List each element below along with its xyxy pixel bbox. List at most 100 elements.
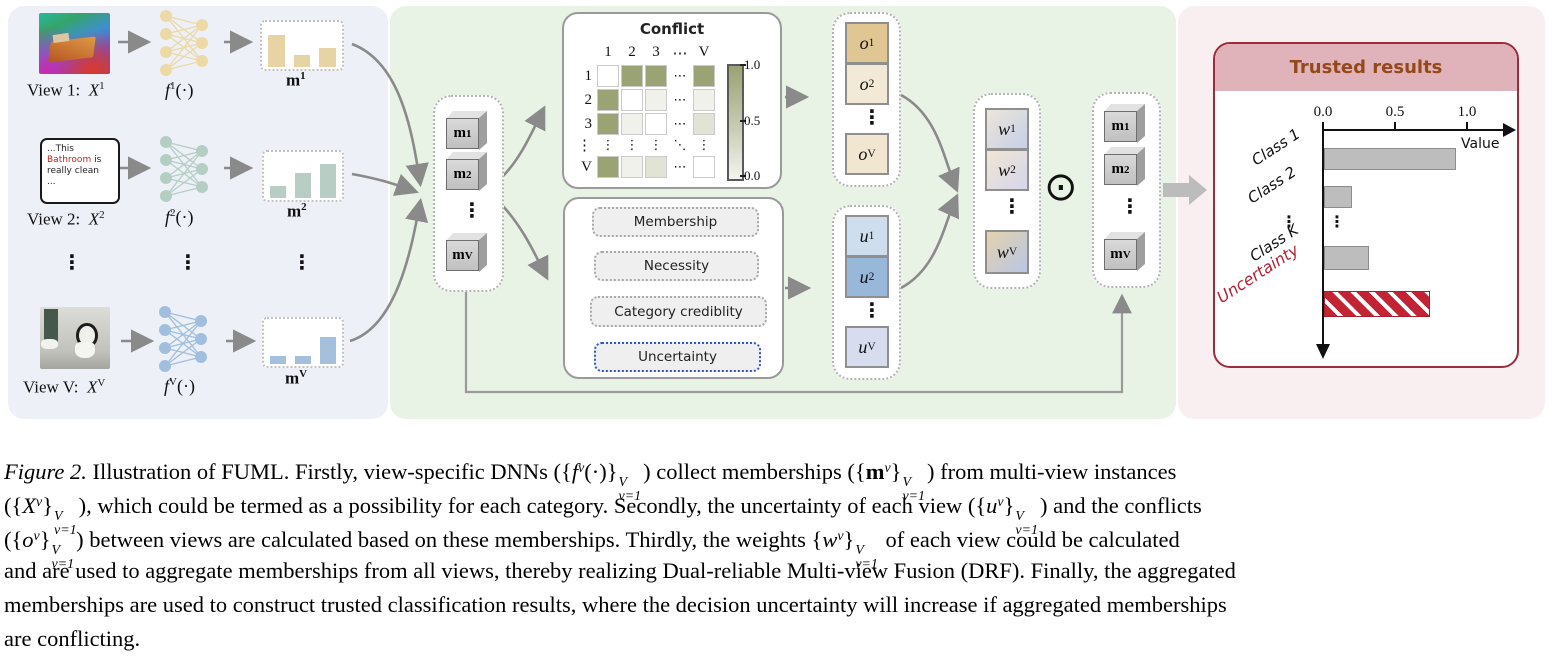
neural-net-icon-view1 bbox=[160, 10, 208, 76]
matrix-ellipsis: ⋯ bbox=[673, 159, 687, 175]
odot-symbol: ⊙ bbox=[1044, 164, 1078, 210]
xtick-05: 0.5 bbox=[1385, 104, 1405, 120]
caption-text: } bbox=[890, 458, 902, 484]
matrix-cell bbox=[597, 89, 619, 111]
conflict-title: Conflict bbox=[639, 20, 705, 38]
caption-text: v bbox=[33, 529, 40, 544]
uncertainty-bar bbox=[1324, 291, 1430, 317]
membership-bars-view2 bbox=[262, 150, 344, 202]
caption-text: v bbox=[578, 461, 585, 476]
colorbar-tick-label: 0.5 bbox=[744, 113, 761, 128]
caption-line-6: are conflicting. bbox=[4, 622, 1551, 656]
snippet-line3: really clean bbox=[47, 166, 99, 176]
caption-text: (·)} bbox=[584, 458, 618, 484]
matrix-cell bbox=[597, 156, 619, 178]
caption-line-5: memberships are used to construct truste… bbox=[4, 588, 1551, 622]
membership-bars-view1 bbox=[260, 20, 344, 71]
xtick-10: 1.0 bbox=[1457, 104, 1477, 120]
caption-text: ({ bbox=[4, 492, 23, 518]
f1-label: f1(·) bbox=[165, 80, 194, 100]
matrix-ellipsis: ⋯ bbox=[673, 92, 687, 108]
chart-ellipsis: ⋮ bbox=[1329, 212, 1345, 231]
trusted-results-title: Trusted results bbox=[1289, 57, 1443, 78]
caption-text: w bbox=[822, 526, 838, 552]
caption-line-1: Figure 2. Illustration of FUML. Firstly,… bbox=[4, 452, 1551, 503]
matrix-ellipsis: ⋱ bbox=[673, 138, 687, 153]
stack-ellipsis: ⋮ bbox=[462, 198, 482, 222]
matrix-ellipsis: ⋮ bbox=[625, 138, 639, 153]
f2-label: f2(·) bbox=[165, 207, 194, 227]
membership-bar bbox=[270, 186, 286, 198]
caption-text: o bbox=[22, 526, 34, 552]
caption-text: X bbox=[22, 492, 37, 518]
caption-text: ), which could be termed as a possibilit… bbox=[78, 492, 987, 518]
caption-text: v bbox=[837, 529, 844, 544]
view1-label: View 1: X1 bbox=[27, 80, 105, 100]
mirror-shape bbox=[44, 309, 59, 346]
view2-label: View 2: X2 bbox=[27, 209, 105, 229]
matrix-ellipsis: ⋯ bbox=[673, 116, 687, 132]
membership-bar bbox=[268, 35, 285, 67]
membership-bar bbox=[319, 48, 337, 67]
caption-text: m bbox=[865, 458, 885, 484]
matrix-row-header: ⋮ bbox=[577, 138, 592, 154]
snippet-line4: ... bbox=[47, 177, 56, 187]
membership-bar bbox=[320, 164, 336, 198]
neural-net-icon-view2 bbox=[160, 136, 208, 202]
caption-text: ({ bbox=[4, 526, 23, 552]
u-ellipsis: ⋮ bbox=[862, 298, 882, 322]
matrix-col-header: 3 bbox=[652, 44, 660, 60]
caption-text: and are used to aggregate memberships fr… bbox=[4, 558, 1236, 583]
caption-text: Figure 2. bbox=[4, 458, 87, 484]
flow-step-membership: Membership bbox=[592, 207, 759, 237]
nets-ellipsis: ⋮ bbox=[178, 250, 198, 274]
matrix-ellipsis: ⋯ bbox=[673, 68, 687, 84]
matrix-cell bbox=[693, 113, 715, 135]
caption-text: ) and the conflicts bbox=[1039, 492, 1202, 518]
caption-line-4: and are used to aggregate memberships fr… bbox=[4, 554, 1551, 588]
trusted-results-header: Trusted results bbox=[1215, 44, 1517, 91]
class-value-bar bbox=[1324, 246, 1369, 270]
trusted-chart-axes bbox=[1316, 122, 1516, 359]
matrix-cell bbox=[645, 113, 667, 135]
m1-label: m1 bbox=[286, 70, 306, 90]
caption-text: v bbox=[884, 461, 891, 476]
caption-text: ) collect memberships ({ bbox=[643, 458, 866, 484]
caption-text: v bbox=[36, 495, 43, 510]
membership-bars-viewV bbox=[262, 317, 344, 368]
toilet-bowl-shape bbox=[75, 341, 95, 358]
colorbar-tick bbox=[740, 120, 746, 122]
membership-bar bbox=[320, 337, 336, 364]
uncertainty-flow-box: Membership Necessity Category crediblity… bbox=[563, 197, 784, 379]
colorbar-tick bbox=[740, 64, 746, 66]
caption-text: are conflicting. bbox=[4, 626, 141, 651]
caption-text: v bbox=[997, 495, 1004, 510]
figure-caption: Figure 2. Illustration of FUML. Firstly,… bbox=[4, 452, 1551, 656]
caption-text: f bbox=[571, 458, 579, 484]
caption-text: ) between views are calculated based on … bbox=[76, 526, 823, 552]
caption-text: memberships are used to construct truste… bbox=[4, 592, 1227, 617]
view1-depth-image bbox=[39, 13, 110, 74]
views-ellipsis: ⋮ bbox=[62, 250, 82, 274]
matrix-ellipsis: ⋮ bbox=[649, 138, 663, 153]
matrix-ellipsis: ⋮ bbox=[601, 138, 615, 153]
membership-bar bbox=[295, 356, 311, 364]
value-axis-label: Value bbox=[1461, 136, 1500, 152]
matrix-cell bbox=[645, 156, 667, 178]
caption-text: ) from multi-view instances bbox=[927, 458, 1177, 484]
mV-label: mV bbox=[285, 368, 308, 388]
